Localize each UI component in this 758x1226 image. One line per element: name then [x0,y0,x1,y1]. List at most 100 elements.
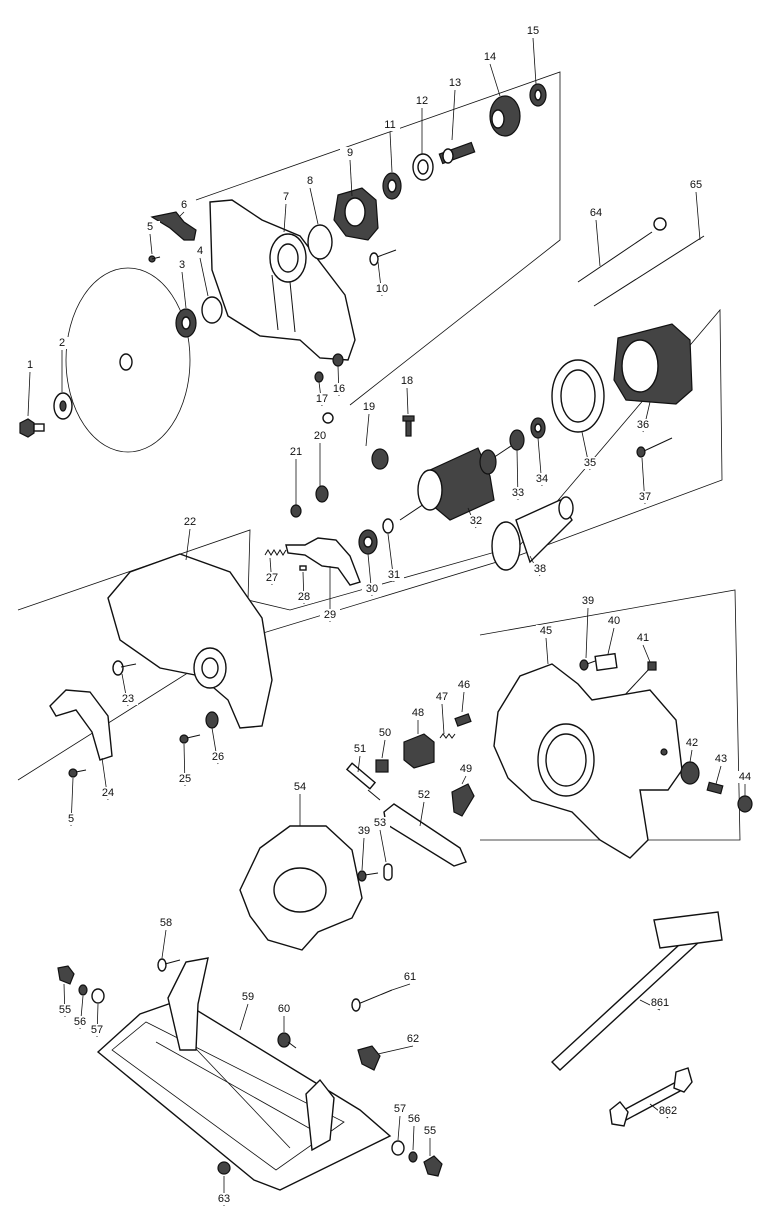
label-bg-p5a [140,221,160,233]
leader-line-p61 [391,983,411,991]
label-plate-40 [594,652,618,672]
label-bg-p23 [118,693,138,705]
leader-line-p14 [489,63,501,97]
safety-cover-24 [49,689,113,761]
spacer-26 [205,711,219,729]
part-label-p63: 63 [218,1193,230,1205]
part-label-p46: 46 [458,679,470,691]
leader-line-p65 [695,191,701,241]
leader-line-p4 [199,257,209,297]
label-bg-p29 [320,609,340,621]
leader-line-p39a [585,607,589,659]
label-bg-p33 [508,487,528,499]
label-bg-p57a [87,1024,107,1036]
capacitor-50 [375,759,389,773]
part-label-p1: 1 [27,359,33,371]
label-bg-p19 [359,401,379,413]
label-bg-p65 [686,179,706,191]
part-label-p45: 45 [540,625,552,637]
leader-line-p47 [441,703,445,735]
label-bg-p13 [445,77,465,89]
part-label-p14: 14 [484,51,496,63]
part-label-p56a: 56 [74,1016,86,1028]
part-label-p58: 58 [160,917,172,929]
wing-bolt-62 [357,1045,381,1071]
washer-33 [509,429,525,451]
bearing-3 [175,308,197,338]
screw-37 [636,437,673,458]
washer-57a [91,988,105,1004]
washer-31 [382,518,394,534]
part-label-p64: 64 [590,207,602,219]
bearing-box-9 [333,187,379,241]
leader-line-p51 [357,755,361,773]
label-bg-p45 [536,625,556,637]
label-bg-p41 [633,632,653,644]
part-label-p39b: 39 [358,825,370,837]
brush-cap-44 [737,795,753,813]
rod-64 [577,217,667,283]
label-bg-p15 [523,25,543,37]
part-label-p861: 861 [651,997,669,1009]
label-bg-p861 [650,997,670,1009]
label-bg-p28 [294,591,314,603]
part-label-p10: 10 [376,283,388,295]
leader-line-p5a [149,233,153,255]
nut-63 [217,1161,231,1175]
washer-21 [290,504,302,518]
label-bg-p54 [290,781,310,793]
label-bg-p7 [276,191,296,203]
leader-line-p62 [377,1045,414,1055]
part-label-p12: 12 [416,95,428,107]
part-label-p61: 61 [404,971,416,983]
carbon-brush-43 [706,781,724,795]
label-bg-p18 [397,375,417,387]
leader-line-p15 [532,37,537,85]
label-bg-p52 [414,789,434,801]
label-bg-p21 [286,446,306,458]
leader-line-p43 [715,765,722,785]
leader-line-p3 [181,271,187,309]
leader-line-p8 [309,187,319,225]
leader-line-p42 [689,749,693,763]
outer-flange-2 [53,392,73,420]
label-bg-p3 [172,259,192,271]
housing-group [239,652,753,951]
pin-46 [454,713,472,727]
base-group [57,957,443,1191]
part-label-p55b: 55 [424,1125,436,1137]
label-bg-p53 [370,817,390,829]
part-label-p39a: 39 [582,595,594,607]
label-bg-p8 [300,175,320,187]
leader-line-p19 [365,413,370,447]
wrench-862 [609,1067,693,1127]
rod-65 [593,235,705,307]
part-label-p7: 7 [283,191,289,203]
part-label-p33: 33 [512,487,524,499]
label-bg-p17 [312,393,332,405]
screw-5b [68,768,87,778]
baffle-35 [551,359,605,433]
key-28 [299,565,307,571]
part-label-p55a: 55 [59,1004,71,1016]
part-label-p65: 65 [690,179,702,191]
label-bg-p36 [633,419,653,431]
label-bg-p12 [412,95,432,107]
cord-guard-51 [345,762,381,801]
label-bg-p57b [390,1103,410,1115]
label-bg-p55a [55,1004,75,1016]
label-bg-p5b [61,813,81,825]
leader-line-p1 [27,371,31,417]
part-label-p8: 8 [307,175,313,187]
spring-47 [439,733,456,739]
label-bg-p11 [380,119,400,131]
stator-36 [613,323,693,405]
ring-4 [201,296,223,324]
label-bg-p50 [375,727,395,739]
wing-nut-55a [57,965,75,985]
part-label-p41: 41 [637,632,649,644]
label-bg-p14 [480,51,500,63]
insulator-38 [491,496,574,571]
part-label-p28: 28 [298,591,310,603]
